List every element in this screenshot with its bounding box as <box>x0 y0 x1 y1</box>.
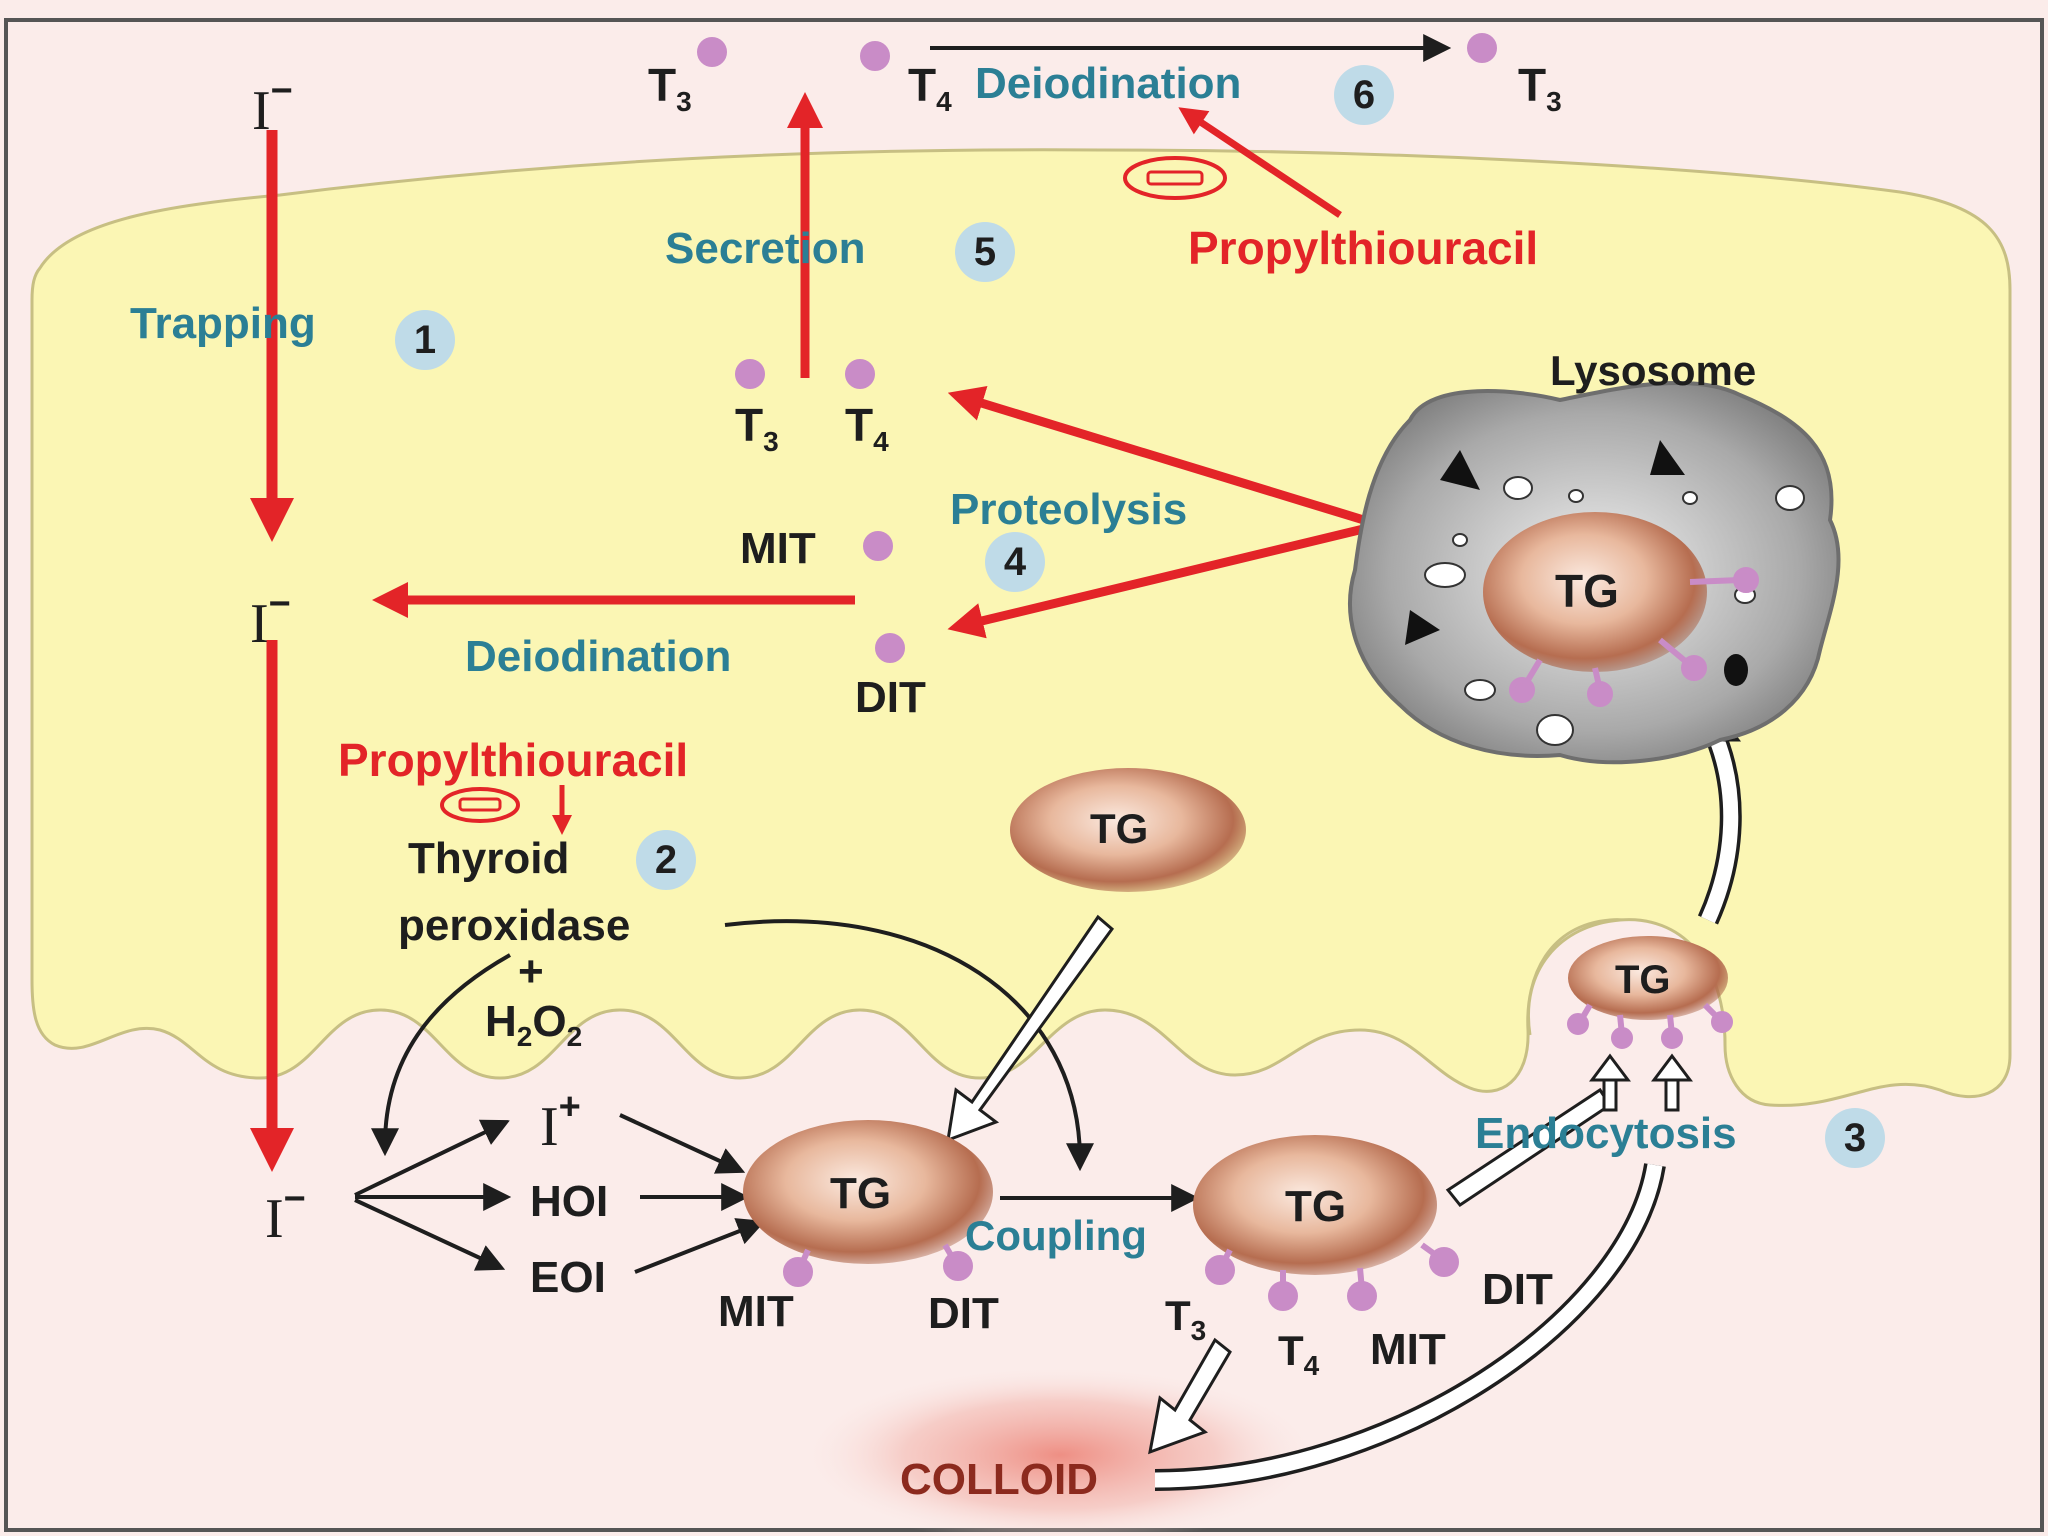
proteolysis-arrow-t3t4 <box>947 386 1382 530</box>
dit-cell: DIT <box>855 673 926 722</box>
t3-top-right: T3 <box>1518 59 1562 117</box>
hoi-label: HOI <box>530 1177 609 1226</box>
step-3-badge: 3 <box>1825 1108 1885 1168</box>
colloid-label: COLLOID <box>900 1455 1098 1504</box>
secretion-label: Secretion <box>665 224 866 273</box>
molecule-beads <box>697 33 1759 1311</box>
trapping-label: Trapping <box>130 299 316 348</box>
mit-cell: MIT <box>740 524 816 573</box>
iodonium: I+ <box>540 1086 581 1158</box>
inhibit-symbol-top <box>1123 156 1227 200</box>
t3-coupled: T3 <box>1165 1292 1207 1346</box>
tg-label-vesicle: TG <box>1615 958 1671 1002</box>
intracellular-deiodination-label: Deiodination <box>465 632 732 681</box>
ptu-inhibit-deiodination-arrow <box>1178 107 1342 218</box>
tg-in-lysosome <box>1483 512 1707 672</box>
tg-cytoplasm <box>1010 768 1246 892</box>
t4-top: T4 <box>908 59 952 117</box>
step-4-badge: 4 <box>985 532 1045 592</box>
colloid-storage-arrow <box>1148 1337 1232 1455</box>
t4-coupled: T4 <box>1278 1327 1320 1381</box>
iodide-middle: I− <box>250 583 291 655</box>
endocytosis-label: Endocytosis <box>1475 1109 1737 1158</box>
step-2-badge: 2 <box>636 830 696 890</box>
lysosome-label: Lysosome <box>1550 347 1757 394</box>
iodide-bottom: I− <box>265 1178 306 1250</box>
tg-label-cytoplasm: TG <box>1090 805 1149 852</box>
tg-vesicle <box>1568 936 1728 1020</box>
step-6-badge: 6 <box>1334 65 1394 125</box>
dit-coupled: DIT <box>1482 1265 1553 1314</box>
follicular-cell <box>30 148 2012 1107</box>
tg-label-lysosome: TG <box>1555 565 1619 617</box>
thyroid-label: Thyroid <box>408 834 570 883</box>
h2o2-label: H2O2 <box>485 997 583 1052</box>
step-1-badge: 1 <box>395 310 455 370</box>
iodide-top: I− <box>252 70 293 142</box>
ptu-label-middle: Propylthiouracil <box>338 734 689 786</box>
eoi-label: EOI <box>530 1253 606 1302</box>
step-5-badge: 5 <box>955 222 1015 282</box>
tg-iodination <box>743 1120 993 1264</box>
ptu-label-top: Propylthiouracil <box>1188 222 1539 274</box>
mit-coupled: MIT <box>1370 1325 1446 1374</box>
t3-cell: T3 <box>735 399 779 457</box>
coupling-label: Coupling <box>965 1212 1147 1259</box>
peripheral-deiodination-label: Deiodination <box>975 59 1242 108</box>
mit-iodination: MIT <box>718 1287 794 1336</box>
tg-label-iodination: TG <box>830 1169 892 1218</box>
peroxidase-label: peroxidase <box>398 901 631 950</box>
tg-coupled <box>1193 1135 1437 1275</box>
dit-iodination: DIT <box>928 1289 999 1338</box>
inhibit-symbol-mid <box>440 787 520 823</box>
plus-sign: + <box>518 947 544 996</box>
t3-top-left: T3 <box>648 59 692 117</box>
tg-to-colloid-arrow <box>946 914 1115 1143</box>
t4-cell: T4 <box>845 399 889 457</box>
proteolysis-arrow-mitdit <box>947 520 1382 639</box>
proteolysis-label: Proteolysis <box>950 485 1188 534</box>
tg-label-coupled: TG <box>1285 1182 1347 1231</box>
